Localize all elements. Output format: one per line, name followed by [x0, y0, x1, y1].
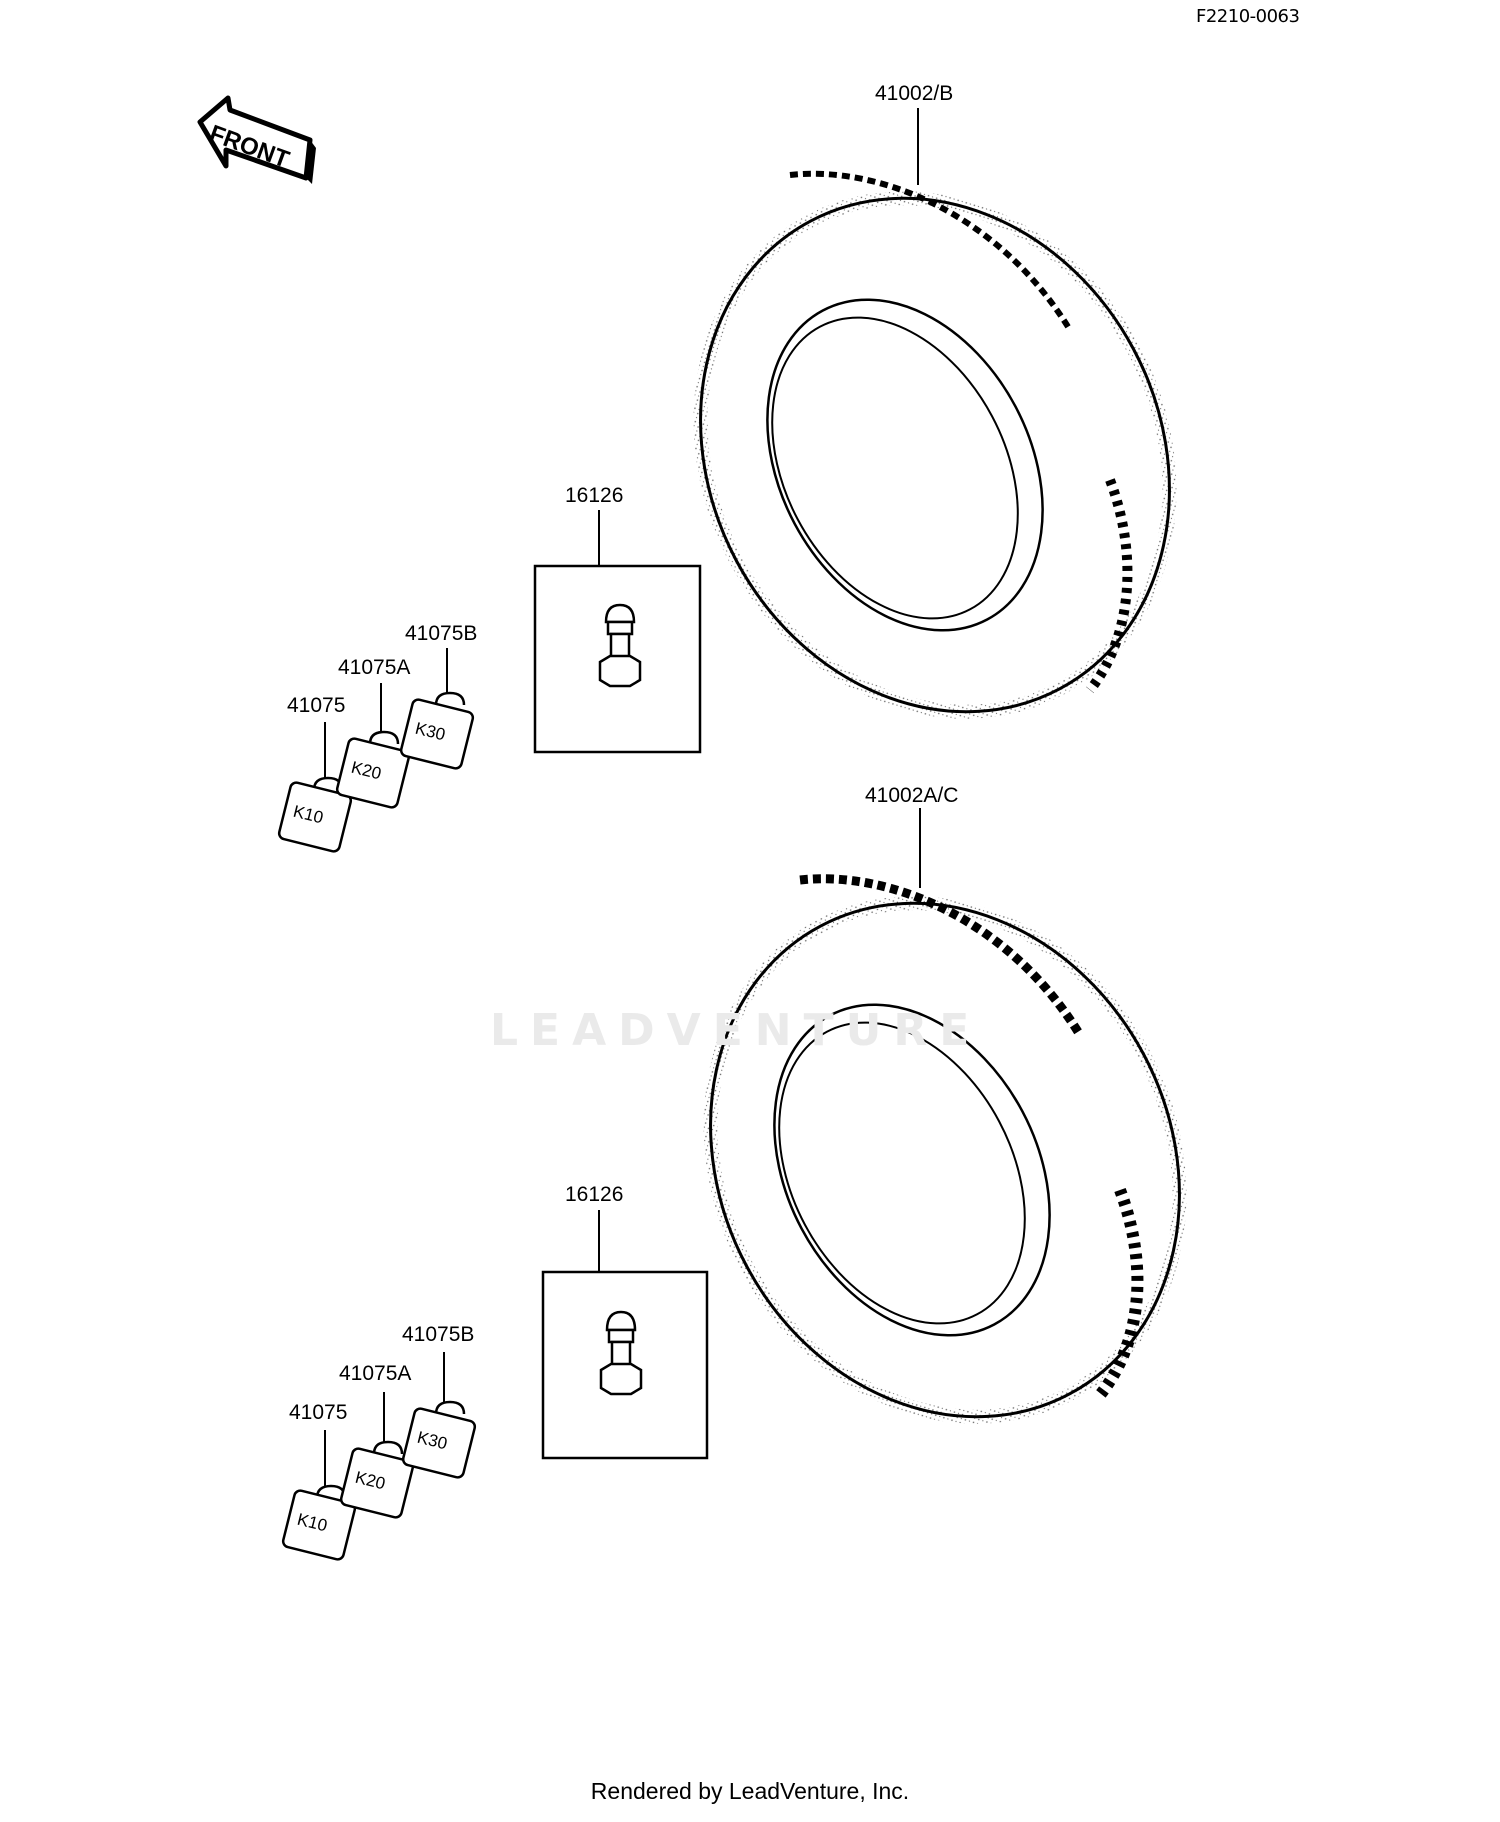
footer-credit: Rendered by LeadVenture, Inc. — [590, 1778, 910, 1804]
wheel-weights-lower — [281, 1352, 477, 1561]
label-weight-lower-1: 41075 — [289, 1401, 348, 1424]
valve-lower — [541, 1210, 709, 1460]
label-tire-upper: 41002/B — [875, 82, 954, 105]
valve-upper — [533, 510, 702, 754]
label-valve-lower: 16126 — [565, 1183, 624, 1206]
label-valve-upper: 16126 — [565, 484, 624, 507]
label-weight-upper-1: 41075 — [287, 694, 346, 717]
watermark: LEADVENTURE — [490, 1005, 982, 1056]
label-weight-upper-3: 41075B — [405, 622, 478, 645]
label-weight-lower-2: 41075A — [339, 1362, 412, 1385]
label-weight-upper-2: 41075A — [338, 656, 411, 679]
tire-upper — [693, 170, 1177, 719]
label-weight-lower-3: 41075B — [402, 1323, 475, 1346]
front-arrow-icon — [197, 95, 316, 184]
wheel-weights-upper — [277, 648, 475, 853]
label-tire-lower: 41002A/C — [865, 784, 959, 807]
figure-code: F2210-0063 — [1196, 6, 1300, 27]
tire-lower — [703, 874, 1187, 1424]
